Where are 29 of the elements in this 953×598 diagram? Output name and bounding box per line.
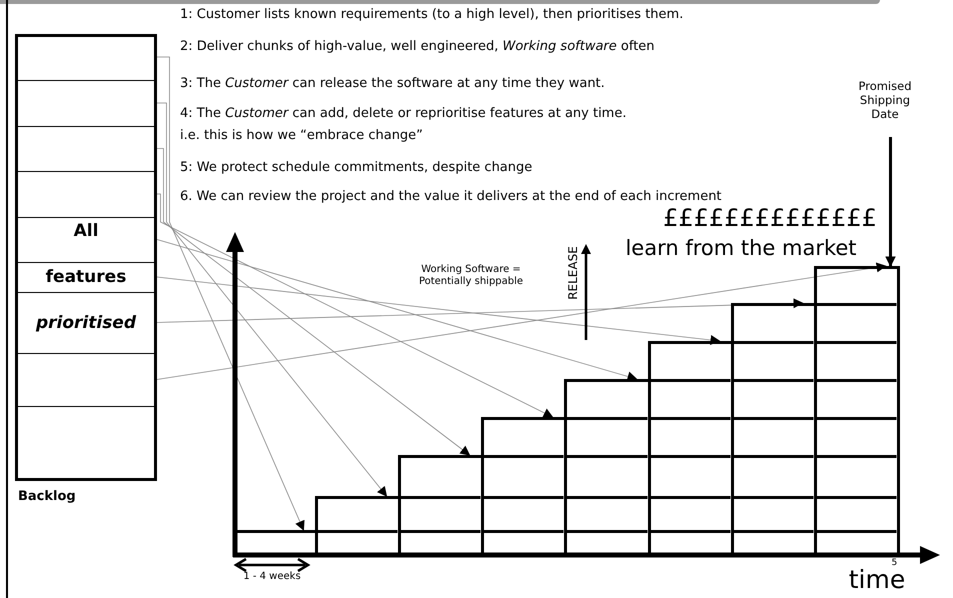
principle-text: 5: We protect schedule commitments, despite change (180, 160, 532, 176)
dimension-label: 1 - 4 weeks (242, 571, 302, 582)
axis-label: time (848, 566, 906, 595)
arrow (156, 298, 804, 323)
principle-text: i.e. this is how we “embrace change” (180, 128, 423, 144)
money-text: ££££££££££££££ (662, 205, 878, 233)
annotation-text: Working Software = Potentially shippable (418, 264, 524, 287)
backlog-text: All (74, 221, 98, 241)
principle-text: 4: The Customer can add, delete or reprioritise features at any time. (180, 106, 626, 122)
arrow (156, 102, 388, 497)
annotation-text: learn from the market (624, 236, 858, 260)
backlog-caption: Backlog (18, 489, 76, 504)
arrow (156, 56, 304, 531)
principle-text: 2: Deliver chunks of high-value, well engineered, Working software often (180, 39, 655, 55)
arrow (156, 239, 638, 382)
arrow (156, 262, 886, 380)
arrow (885, 137, 896, 268)
backlog-text: prioritised (36, 313, 136, 333)
backlog-column (15, 34, 157, 481)
arrow (156, 194, 554, 418)
backlog-text: features (46, 267, 126, 287)
arrow (156, 148, 470, 456)
principle-text: 1: Customer lists known requirements (to a high level), then prioritises them. (180, 7, 684, 23)
arrow (156, 276, 720, 345)
page-number: 5 (892, 559, 898, 568)
principle-text: 3: The Customer can release the software at any time they want. (180, 76, 605, 92)
principle-text: 6. We can review the project and the value it delivers at the end of each increment (180, 189, 722, 205)
milestone-label: Promised Shipping Date (845, 79, 925, 121)
axis-label: RELEASE (566, 246, 580, 300)
